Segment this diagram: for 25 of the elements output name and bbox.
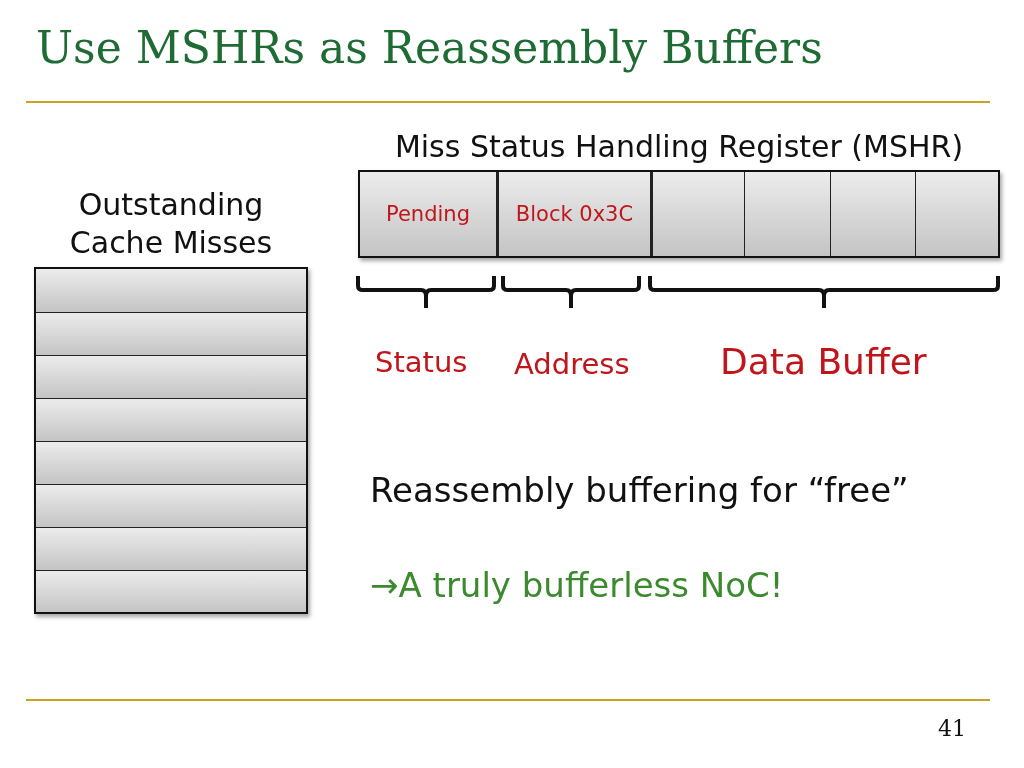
- table-row: [36, 398, 306, 441]
- table-row: [36, 441, 306, 484]
- table-row: [36, 269, 306, 312]
- table-row: [36, 312, 306, 355]
- register-field: [915, 171, 998, 256]
- page-number: 41: [938, 716, 966, 741]
- slide-title: Use MSHRs as Reassembly Buffers: [36, 22, 823, 73]
- statement-text: Reassembly buffering for “free”: [370, 470, 909, 510]
- register-field: [744, 171, 830, 256]
- register-field: [830, 171, 915, 256]
- register-field: Block 0x3C: [496, 171, 650, 256]
- register-field: [650, 171, 744, 256]
- bracket-label: Data Buffer: [720, 341, 927, 382]
- heading: Outstanding Cache Misses: [68, 186, 274, 261]
- table-row: [36, 484, 306, 527]
- register-drawing: [358, 169, 1000, 258]
- statement-text: →A truly bufferless NoC!: [370, 565, 784, 605]
- bracket-label: Address: [514, 347, 630, 381]
- table-row: [36, 527, 306, 570]
- table-row: [36, 570, 306, 612]
- table-drawing: [34, 267, 308, 614]
- heading: Miss Status Handling Register (MSHR): [394, 128, 964, 166]
- bracket-label: Status: [375, 345, 468, 379]
- table-row: [36, 355, 306, 398]
- register-field: Pending: [360, 171, 496, 256]
